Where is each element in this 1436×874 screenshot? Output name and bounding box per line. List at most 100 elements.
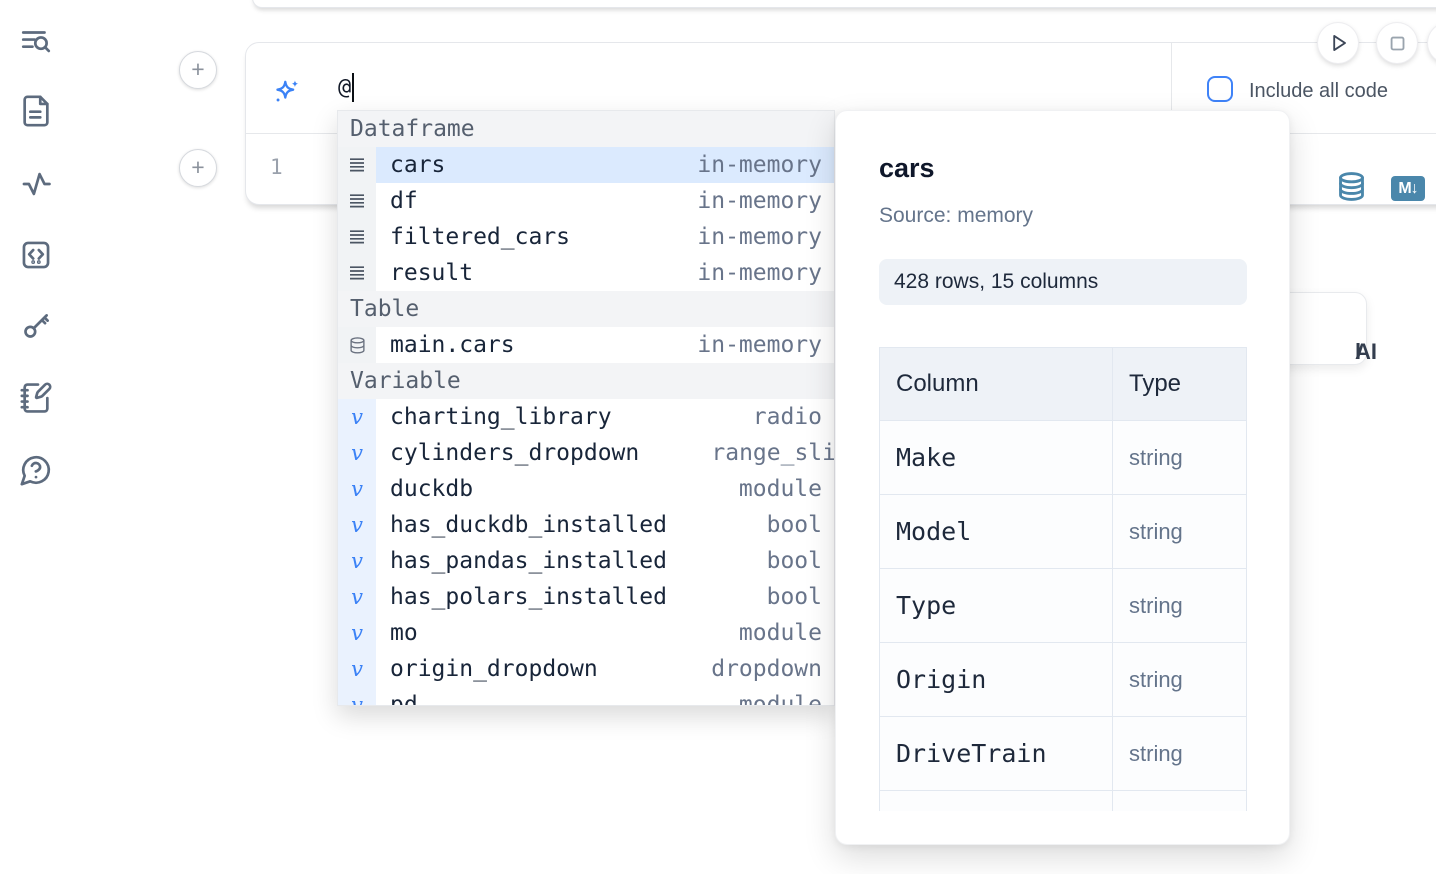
completion-item-main.cars[interactable]: main.cars in-memory xyxy=(338,327,834,363)
column-name: Origin xyxy=(879,642,1113,717)
help-bubble-icon[interactable] xyxy=(19,453,53,487)
item-type: in-memory xyxy=(697,224,822,250)
database-small-icon xyxy=(338,327,376,363)
item-type: module xyxy=(738,620,822,646)
line-number: 1 xyxy=(270,155,283,179)
add-cell-button-bottom[interactable]: + xyxy=(179,149,217,187)
variable-icon: v xyxy=(338,651,376,687)
item-name: cylinders_dropdown xyxy=(390,440,640,466)
dataframe-preview-panel: cars Source: memory 428 rows, 15 columns… xyxy=(835,110,1290,845)
item-type: bool xyxy=(766,548,822,574)
column-header: Column xyxy=(879,347,1113,421)
item-name: origin_dropdown xyxy=(390,656,598,682)
column-type: string xyxy=(1112,568,1247,643)
item-type: in-memory xyxy=(697,260,822,286)
previous-cell-edge xyxy=(252,0,1436,8)
column-type: string xyxy=(1112,716,1247,791)
variable-icon: v xyxy=(338,615,376,651)
code-square-icon[interactable] xyxy=(19,238,53,272)
item-type: in-memory xyxy=(697,152,822,178)
item-name: cars xyxy=(390,152,446,178)
column-type: string xyxy=(1112,494,1247,569)
item-type: in-memory xyxy=(697,332,822,358)
add-cell-button-top[interactable]: + xyxy=(179,51,217,89)
ai-prompt-input[interactable]: @ xyxy=(338,73,355,102)
variable-icon: v xyxy=(338,471,376,507)
item-name: mo xyxy=(390,620,418,646)
sparkles-ai-icon xyxy=(272,77,301,106)
item-type: module xyxy=(738,476,822,502)
clipped-run-button[interactable] xyxy=(1428,23,1436,63)
divider xyxy=(1171,43,1172,134)
code-cell[interactable]: 1 M↓ xyxy=(246,135,1436,205)
variable-icon: v xyxy=(338,399,376,435)
schema-row-partial xyxy=(879,790,1247,811)
item-name: main.cars xyxy=(390,332,515,358)
item-type: bool xyxy=(766,584,822,610)
completion-item-cars[interactable]: cars in-memory xyxy=(338,147,834,183)
variable-icon: v xyxy=(338,507,376,543)
item-name: pd xyxy=(390,692,418,706)
variable-icon: v xyxy=(338,435,376,471)
column-name: Model xyxy=(879,494,1113,569)
rows-icon xyxy=(338,183,376,219)
run-cell-button[interactable] xyxy=(1318,23,1358,63)
rows-icon xyxy=(338,255,376,291)
shape-badge: 428 rows, 15 columns xyxy=(879,259,1247,305)
menu-section-header: Dataframe xyxy=(338,111,834,147)
stop-button[interactable] xyxy=(1377,23,1417,63)
sidebar xyxy=(0,0,72,874)
menu-section-header: Variable xyxy=(338,363,834,399)
include-all-code-label: Include all code xyxy=(1249,80,1388,102)
type-header: Type xyxy=(1112,347,1247,421)
file-text-icon[interactable] xyxy=(19,94,53,128)
preview-source: Source: memory xyxy=(879,204,1034,227)
column-type: string xyxy=(1112,420,1247,495)
completion-item-charting_library[interactable]: v charting_library radio xyxy=(338,399,834,435)
variable-icon: v xyxy=(338,543,376,579)
activity-icon[interactable] xyxy=(19,167,53,201)
text-cursor xyxy=(352,73,355,102)
markdown-icon[interactable]: M↓ xyxy=(1391,176,1425,201)
text-search-icon[interactable] xyxy=(19,24,53,58)
item-name: duckdb xyxy=(390,476,474,502)
item-type: in-memory xyxy=(697,188,822,214)
menu-section-header: Table xyxy=(338,291,834,327)
column-name: Type xyxy=(879,568,1113,643)
column-name: Make xyxy=(879,420,1113,495)
include-all-code-zone: Include all code xyxy=(1171,43,1436,134)
prompt-text: @ xyxy=(338,75,352,100)
item-type: radio xyxy=(752,404,822,430)
column-type: string xyxy=(1112,642,1247,717)
item-name: has_duckdb_installed xyxy=(390,512,667,538)
stop-icon xyxy=(1390,36,1405,51)
completion-item-filtered_cars[interactable]: filtered_cars in-memory xyxy=(338,219,834,255)
item-name: charting_library xyxy=(390,404,612,430)
column-name: DriveTrain xyxy=(879,716,1113,791)
item-type: module xyxy=(738,692,822,706)
rows-icon xyxy=(338,219,376,255)
include-all-code-checkbox[interactable] xyxy=(1207,76,1233,102)
item-name: has_polars_installed xyxy=(390,584,667,610)
rows-icon xyxy=(338,147,376,183)
key-icon[interactable] xyxy=(19,309,53,343)
item-name: filtered_cars xyxy=(390,224,571,250)
database-icon[interactable] xyxy=(1336,171,1367,202)
notebook-pen-icon[interactable] xyxy=(19,381,53,415)
